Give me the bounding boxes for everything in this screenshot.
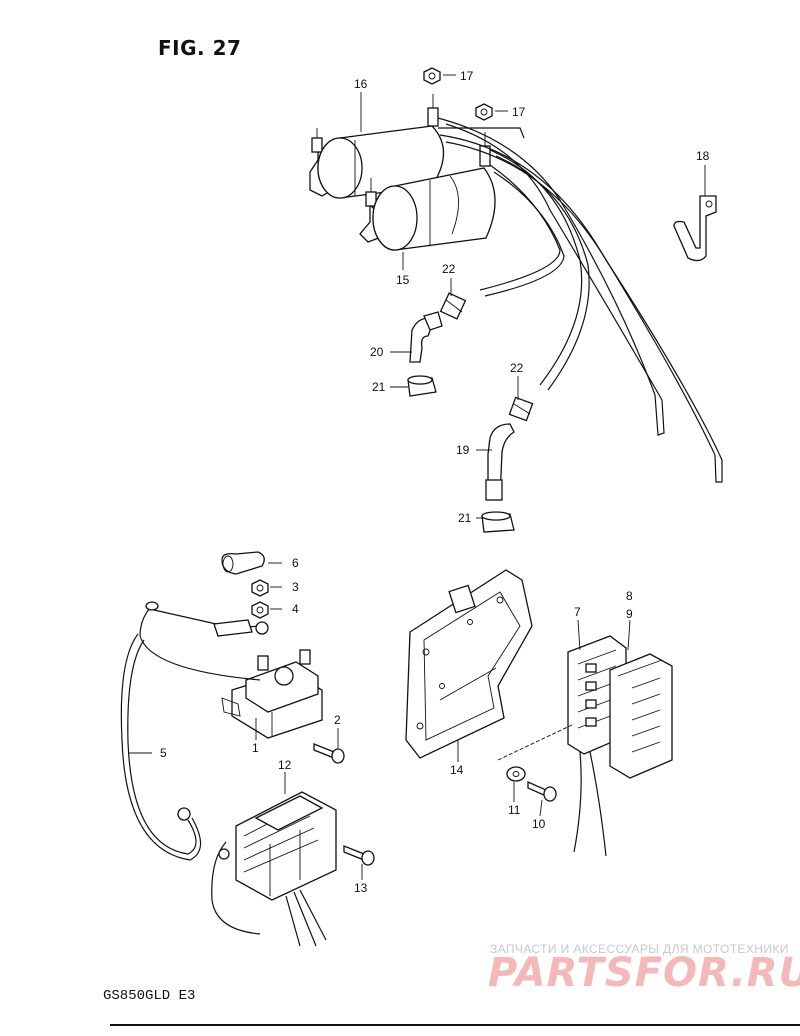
callout-20: 20 [370, 345, 384, 359]
callout-8: 8 [626, 589, 633, 603]
model-code: GS850GLD E3 [103, 988, 196, 1004]
callout-15: 15 [396, 273, 410, 287]
assembly-dash-line [497, 723, 575, 761]
callout-6: 6 [292, 556, 299, 570]
seal-21-upper [407, 375, 437, 397]
callout-14: 14 [450, 763, 464, 777]
nut-17-upper [423, 67, 441, 85]
regulator-rectifier-12 [211, 791, 337, 947]
callout-4: 4 [292, 602, 299, 616]
screw-10 [527, 780, 557, 802]
starter-relay-1 [221, 649, 323, 739]
figure-title: FIG. 27 [158, 36, 242, 60]
callout-16: 16 [354, 77, 368, 91]
watermark-tagline: ЗАПЧАСТИ И АКСЕССУАРЫ ДЛЯ МОТОТЕХНИКИ [490, 942, 789, 956]
nut-3 [251, 579, 269, 597]
screw-13 [343, 845, 375, 866]
callout-18: 18 [696, 149, 710, 163]
callout-1: 1 [252, 741, 259, 755]
callout-21-lower: 21 [458, 511, 472, 525]
screw-2 [313, 743, 345, 764]
callout-13: 13 [354, 881, 368, 895]
high-tension-leads [437, 117, 723, 483]
callout-17-upper: 17 [460, 69, 474, 83]
seal-21-lower [481, 511, 515, 533]
nut-17-lower [475, 103, 493, 121]
callout-22-lower: 22 [510, 361, 524, 375]
coupler-22-upper [439, 292, 467, 320]
cable-clamp-18 [673, 195, 717, 262]
callout-2: 2 [334, 713, 341, 727]
plug-cap-19 [485, 423, 515, 501]
leader-lines [128, 74, 706, 880]
fuse-box-cover-8 [609, 653, 673, 779]
callout-17-lower: 17 [512, 105, 526, 119]
callout-11: 11 [508, 803, 521, 817]
rubber-cap-6 [221, 551, 265, 575]
starter-cable-5 [120, 601, 269, 861]
coupler-22-lower [508, 396, 534, 422]
ignition-coil-16 [309, 94, 445, 199]
callout-22-upper: 22 [442, 262, 456, 276]
callout-3: 3 [292, 580, 299, 594]
plug-cap-20 [409, 311, 443, 363]
callout-21-upper: 21 [372, 380, 386, 394]
washer-4 [251, 601, 269, 619]
callout-12: 12 [278, 758, 292, 772]
bottom-rule [110, 1024, 800, 1026]
watermark-logo: PARTSFOR.RU [488, 950, 800, 996]
callout-10: 10 [532, 817, 546, 831]
ignition-coil-15 [359, 132, 496, 251]
callout-5: 5 [160, 746, 167, 760]
washer-11 [506, 766, 526, 782]
callout-19: 19 [456, 443, 470, 457]
bracket-14 [405, 569, 533, 759]
callout-7: 7 [574, 605, 581, 619]
callout-9: 9 [626, 607, 633, 621]
